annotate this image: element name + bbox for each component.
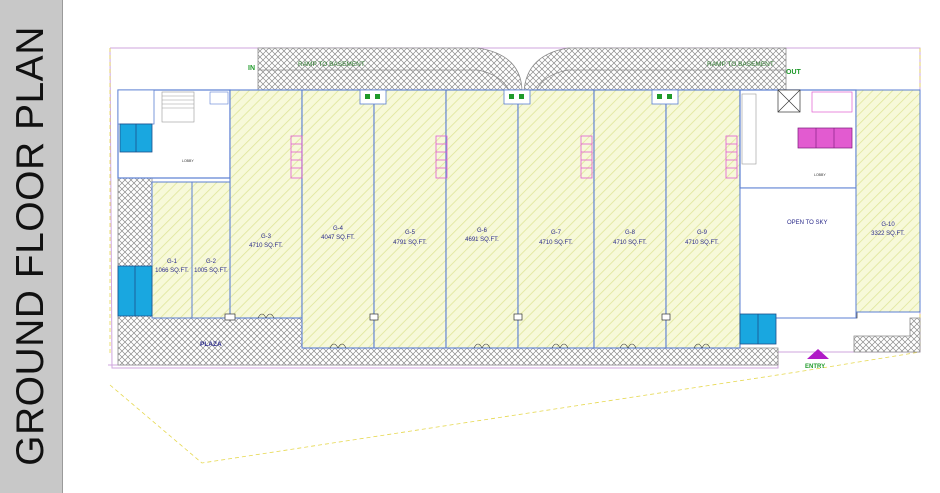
shop-area-g2: 1005 SQ.FT. [194,268,228,274]
ramp-in-label: IN [248,65,255,72]
right-core: LOBBY [739,89,857,189]
ramp-left [257,47,523,93]
plaza-label: PLAZA [200,341,222,348]
ramp-right [523,47,787,93]
shop-area-g4: 4047 SQ.FT. [321,235,355,241]
shop-id-g2: G-2 [206,259,217,265]
shop-id-g10: G-10 [881,222,895,228]
ramp-out-label: OUT [786,69,802,76]
shop-area-g8: 4710 SQ.FT. [613,240,647,246]
floor-plan-drawing: RAMP TO BASEMENT RAMP TO BASEMENT IN OUT… [108,47,921,464]
shop-labels: G-1 1066 SQ.FT. G-2 1005 SQ.FT. G-3 4710… [155,222,905,274]
shop-id-g8: G-8 [625,230,636,236]
shop-area-g7: 4710 SQ.FT. [539,240,573,246]
shop-stairs [290,135,738,179]
shop-area-g6: 4691 SQ.FT. [465,237,499,243]
shop-id-g1: G-1 [167,259,178,265]
lobby-right-label: LOBBY [814,173,826,177]
ramp-right-label: RAMP TO BASEMENT [707,61,774,68]
shop-id-g7: G-7 [551,230,562,236]
open-to-sky-label: OPEN TO SKY [787,220,827,226]
entry-marker: ENTRY [805,349,829,370]
shop-id-g3: G-3 [261,234,272,240]
open-to-sky-area: OPEN TO SKY [739,187,857,319]
shop-id-g9: G-9 [697,230,708,236]
sidebar-panel: GROUND FLOOR PLAN [0,0,63,493]
left-core: LOBBY [117,89,231,179]
shop-area-g9: 4710 SQ.FT. [685,240,719,246]
ramp-labels: RAMP TO BASEMENT RAMP TO BASEMENT IN OUT [248,61,802,76]
shop-area-g3: 4710 SQ.FT. [249,243,283,249]
lift-bottom-right [739,313,777,345]
shop-id-g4: G-4 [333,226,344,232]
page-title: GROUND FLOOR PLAN [9,26,52,466]
ramp-left-label: RAMP TO BASEMENT [298,61,365,68]
shop-id-g5: G-5 [405,230,416,236]
lobby-left-label: LOBBY [182,159,194,163]
shop-bays [229,89,741,349]
shop-id-g6: G-6 [477,228,488,234]
shop-g10 [855,89,921,313]
shop-area-g1: 1066 SQ.FT. [155,268,189,274]
small-shops-left [117,181,231,319]
shop-area-g5: 4791 SQ.FT. [393,240,427,246]
entry-label: ENTRY [805,364,825,370]
shop-area-g10: 3322 SQ.FT. [871,231,905,237]
entry-arrow-icon [807,349,829,359]
toilet-blocks [359,89,679,105]
